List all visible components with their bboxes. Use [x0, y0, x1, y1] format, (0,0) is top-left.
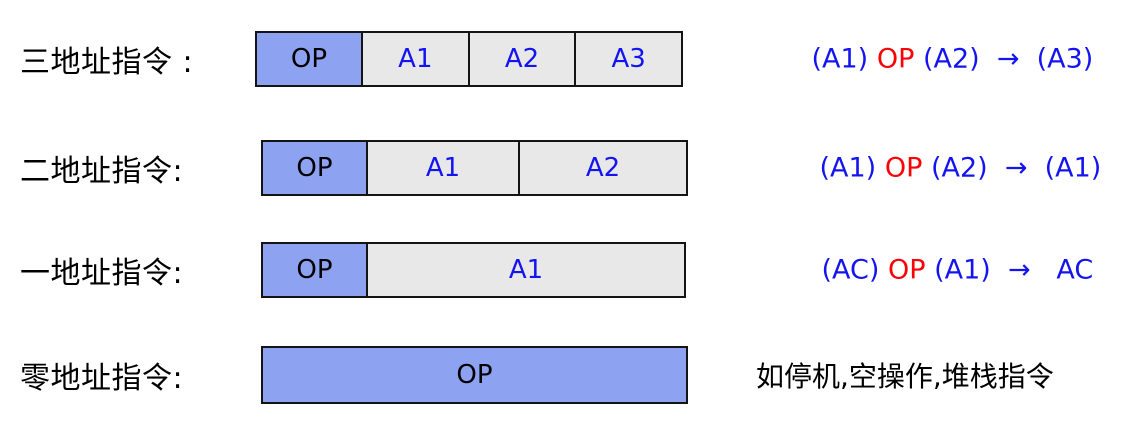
formula-operator: OP	[888, 254, 926, 286]
address-field-label: A2	[585, 153, 621, 183]
op-field: OP	[263, 348, 686, 402]
format-boxes-two-address: OP A1 A2	[261, 140, 688, 196]
address-field-a2: A2	[520, 142, 686, 194]
formula-operand-left: (A1)	[819, 152, 885, 184]
formula-operator: OP	[884, 152, 923, 184]
row-label-two-address: 二地址指令:	[20, 154, 184, 189]
format-boxes-zero-address: OP	[261, 346, 688, 404]
address-field-a2: A2	[469, 33, 577, 85]
op-field: OP	[263, 142, 368, 194]
address-field-a1: A1	[363, 33, 470, 85]
op-field: OP	[257, 33, 363, 85]
formula-operator: OP	[876, 43, 915, 75]
row-one-address: 一地址指令: OP A1 (AC) OP (A1) → AC	[0, 242, 1122, 298]
formula-operand-left: (AC)	[821, 254, 888, 286]
address-field-label: A3	[611, 44, 646, 74]
format-boxes-one-address: OP A1	[261, 242, 686, 298]
row-zero-address: 零地址指令: OP 如停机,空操作,堆栈指令	[0, 346, 1122, 404]
formula-two-address: (A1) OP (A2) → (A1)	[768, 122, 1102, 215]
address-field-label: A1	[508, 255, 544, 285]
formula-operand-right: (A2) → (A1)	[922, 152, 1102, 184]
address-field-label: A1	[398, 44, 433, 74]
row-label-zero-address: 零地址指令:	[20, 361, 184, 396]
formula-operand-right: (A2) → (A3)	[914, 43, 1094, 75]
formula-one-address: (AC) OP (A1) → AC	[770, 224, 1094, 317]
zero-address-note: 如停机,空操作,堆栈指令	[756, 360, 1054, 393]
address-field-label: A1	[425, 153, 461, 183]
row-three-address: 三地址指令 : OP A1 A2 A3 (A1) OP (A2) → (A3)	[0, 31, 1122, 87]
row-two-address: 二地址指令: OP A1 A2 (A1) OP (A2) → (A1)	[0, 140, 1122, 196]
address-field-a1: A1	[368, 244, 684, 296]
address-field-a1: A1	[368, 142, 520, 194]
op-field: OP	[263, 244, 368, 296]
op-field-label: OP	[456, 360, 493, 390]
row-label-one-address: 一地址指令:	[20, 256, 184, 291]
op-field-label: OP	[296, 255, 333, 285]
format-boxes-three-address: OP A1 A2 A3	[255, 31, 683, 87]
address-field-label: A2	[504, 44, 540, 74]
formula-three-address: (A1) OP (A2) → (A3)	[760, 13, 1094, 106]
formula-operand-left: (A1)	[811, 43, 877, 75]
row-label-three-address: 三地址指令 :	[20, 45, 194, 80]
address-field-a3: A3	[576, 33, 682, 85]
formula-operand-right: (A1) → AC	[925, 254, 1094, 286]
op-field-label: OP	[296, 153, 333, 183]
op-field-label: OP	[290, 44, 328, 74]
